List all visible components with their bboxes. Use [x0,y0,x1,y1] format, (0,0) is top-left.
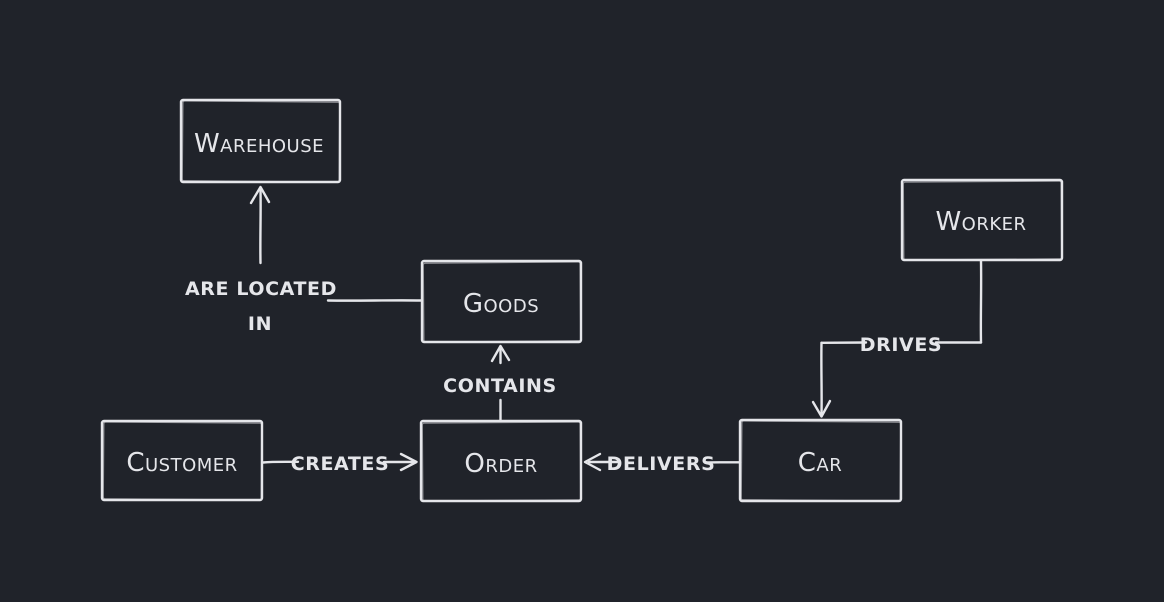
entity-warehouse[interactable]: Warehouse [179,98,342,184]
entity-warehouse-box-sketch [181,100,341,183]
entity-warehouse-label: Warehouse [194,129,324,159]
arrowhead-down-icon [811,399,832,418]
edge-label-are-located-in-line1: ARE LOCATED [185,278,337,300]
arrowhead-left-icon [583,452,602,472]
entity-order[interactable]: Order [419,419,583,503]
entity-goods[interactable]: Goods [420,259,583,344]
edge-goods-warehouse[interactable]: ARE LOCATED IN [185,185,423,335]
entity-worker[interactable]: Worker [900,178,1064,262]
entity-worker-label: Worker [935,207,1026,237]
entity-car[interactable]: Car [738,418,903,503]
entity-customer-box-sketch [102,421,263,501]
edge-customer-order[interactable]: CREATES [261,452,418,475]
entity-customer-label: Customer [126,448,237,478]
arrowhead-up-icon [249,185,271,205]
entity-goods-label: Goods [463,289,539,319]
entity-order-label: Order [464,449,537,479]
edge-label-are-located-in-line2: IN [248,313,272,335]
entity-car-label: Car [798,448,842,478]
edge-label-creates: CREATES [291,453,390,475]
edge-label-contains: CONTAINS [443,375,557,397]
edge-line [261,460,300,464]
edge-label-delivers: DELIVERS [607,453,716,475]
entity-customer[interactable]: Customer [100,419,264,502]
arrowhead-up-icon [490,344,511,363]
edge-car-order[interactable]: DELIVERS [583,452,742,475]
edge-worker-car[interactable]: DRIVES [811,259,983,418]
entity-goods-box-sketch [422,261,582,343]
entity-car-box-sketch [740,420,902,502]
entity-worker-box-sketch [902,180,1063,261]
edge-label-drives: DRIVES [860,334,942,356]
entity-order-box-sketch [421,421,582,502]
arrowhead-right-icon [399,452,418,472]
edge-order-goods[interactable]: CONTAINS [443,344,557,422]
